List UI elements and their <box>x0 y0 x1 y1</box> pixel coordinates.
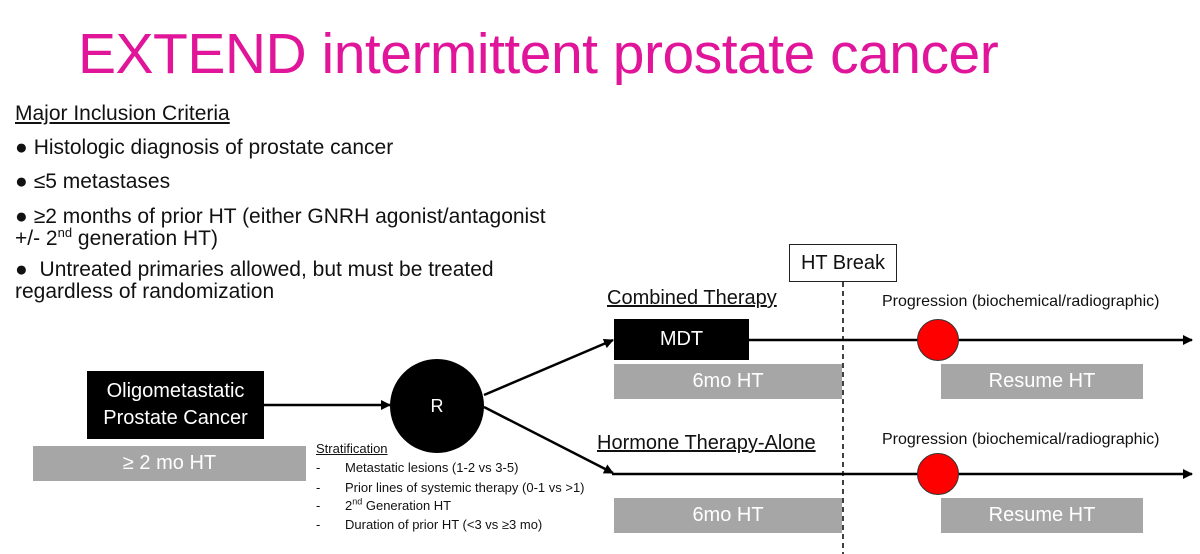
arrow-to-hormone-alone <box>483 405 614 475</box>
population-box: Oligometastatic Prostate Cancer <box>87 371 264 439</box>
bullet-icon: ● <box>15 258 28 281</box>
criterion-untreated-primaries: ● Untreated primaries allowed, but must … <box>15 259 494 303</box>
combined-progression-label: Progression (biochemical/radiographic) <box>882 293 1160 310</box>
bullet-icon: ● <box>15 205 28 228</box>
criterion-text-pre: +/- 2 <box>15 227 58 250</box>
ht-break-label: HT Break <box>789 244 897 282</box>
criterion-histologic: ●Histologic diagnosis of prostate cancer <box>15 137 393 159</box>
criterion-text: Histologic diagnosis of prostate cancer <box>33 136 394 159</box>
criterion-text-post: generation HT) <box>72 227 218 250</box>
hormone-alone-progression-label: Progression (biochemical/radiographic) <box>882 431 1160 448</box>
hormone-alone-resume-ht-box: Resume HT <box>941 498 1143 533</box>
combined-resume-ht-box: Resume HT <box>941 364 1143 399</box>
stratification-heading: Stratification <box>316 441 388 456</box>
criterion-text-sup: nd <box>57 225 73 240</box>
page-title: EXTEND intermittent prostate cancer <box>78 22 999 86</box>
hormone-alone-progression-marker <box>917 453 959 495</box>
criterion-text: ≥2 months of prior HT (either GNRH agoni… <box>33 205 546 228</box>
hormone-alone-6mo-ht-box: 6mo HT <box>614 498 842 533</box>
criterion-metastases: ●≤5 metastases <box>15 171 170 193</box>
stratification-item: -Duration of prior HT (<3 vs ≥3 mo) <box>316 517 543 532</box>
population-line2: Prostate Cancer <box>103 407 248 429</box>
stratification-item: -Metastatic lesions (1-2 vs 3-5) <box>316 460 519 475</box>
hormone-alone-title: Hormone Therapy-Alone <box>597 432 816 454</box>
criterion-text: Untreated primaries allowed, but must be… <box>33 258 494 281</box>
arrow-to-combined <box>483 338 614 397</box>
randomization-node: R <box>390 359 484 453</box>
criterion-text: ≤5 metastases <box>33 170 171 193</box>
combined-progression-marker <box>917 319 959 361</box>
combined-6mo-ht-box: 6mo HT <box>614 364 842 399</box>
population-line1: Oligometastatic <box>106 380 245 402</box>
inclusion-criteria-heading: Major Inclusion Criteria <box>15 102 230 125</box>
stratification-item: -Prior lines of systemic therapy (0-1 vs… <box>316 480 585 495</box>
criterion-prior-ht: ●≥2 months of prior HT (either GNRH agon… <box>15 206 546 250</box>
bullet-icon: ● <box>15 170 28 193</box>
criterion-text-line2: regardless of randomization <box>15 280 275 303</box>
mdt-box: MDT <box>614 319 749 360</box>
stratification-item: -2nd Generation HT <box>316 496 452 513</box>
bullet-icon: ● <box>15 136 28 159</box>
prior-ht-box: ≥ 2 mo HT <box>33 446 306 481</box>
combined-therapy-title: Combined Therapy <box>607 287 777 309</box>
